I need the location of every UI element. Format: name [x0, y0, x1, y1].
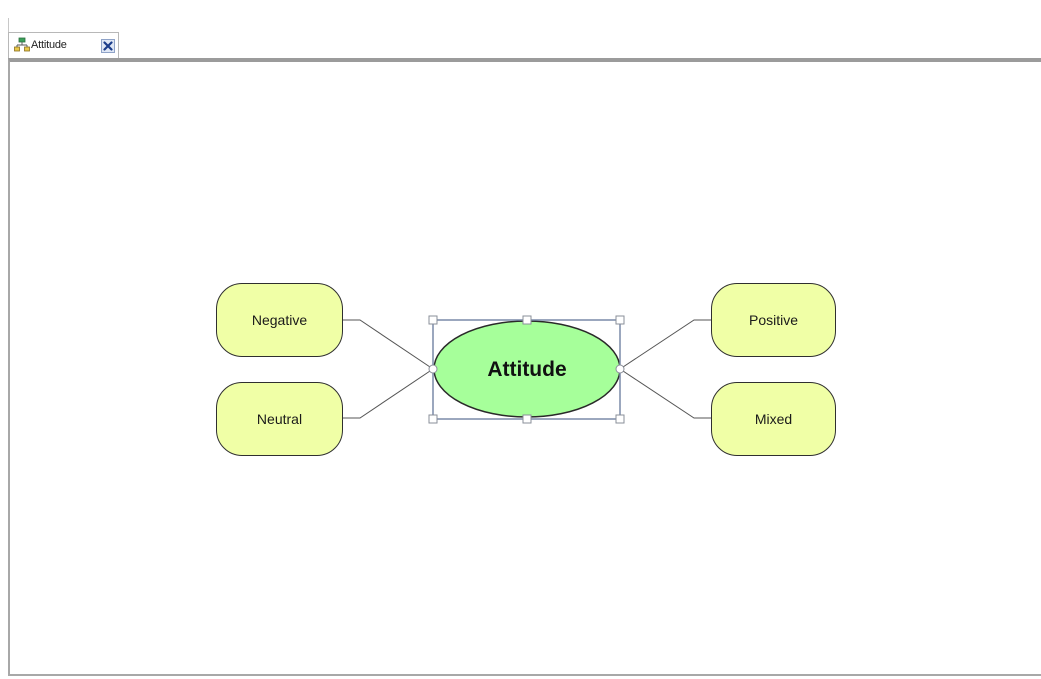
connect-handle-e[interactable] [615, 364, 625, 374]
selection-handles [428, 315, 625, 424]
resize-handle-s[interactable] [522, 414, 532, 424]
tab-attitude[interactable]: Attitude [8, 32, 119, 58]
diagram-tree-icon [14, 37, 30, 53]
connector-mixed [619, 368, 711, 419]
resize-handle-se[interactable] [615, 414, 625, 424]
resize-handle-sw[interactable] [428, 414, 438, 424]
node-positive[interactable]: Positive [711, 283, 836, 357]
node-negative[interactable]: Negative [216, 283, 343, 357]
node-label: Mixed [754, 411, 793, 427]
connect-handle-w[interactable] [428, 364, 438, 374]
resize-handle-ne[interactable] [615, 315, 625, 325]
connector-positive [619, 319, 711, 370]
resize-handle-n[interactable] [522, 315, 532, 325]
central-node-shape[interactable] [433, 320, 621, 418]
connector-neutral [343, 368, 434, 419]
frame-edge [8, 18, 9, 32]
connector-negative [343, 319, 434, 370]
node-mixed[interactable]: Mixed [711, 382, 836, 456]
node-label: Positive [748, 312, 799, 328]
resize-handle-nw[interactable] [428, 315, 438, 325]
tab-label: Attitude [31, 39, 67, 51]
connector-group [343, 319, 711, 419]
node-label: Neutral [256, 411, 303, 427]
close-icon[interactable] [101, 39, 115, 53]
node-label: Negative [251, 312, 308, 328]
node-neutral[interactable]: Neutral [216, 382, 343, 456]
